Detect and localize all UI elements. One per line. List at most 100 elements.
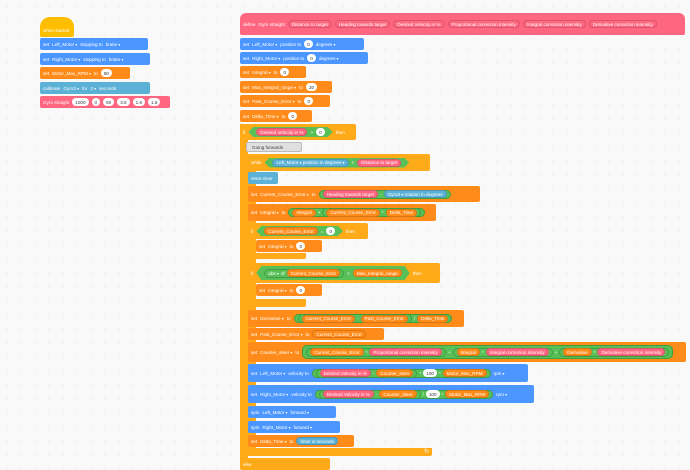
when-started-hat[interactable]: when started xyxy=(40,17,74,37)
set-integral-zero-1[interactable]: set Integral to 0 xyxy=(256,240,322,252)
integral-reporter[interactable]: Integral xyxy=(292,208,316,217)
set-delta-time-timer[interactable]: set Delta_Time to timer in seconds xyxy=(248,435,354,447)
value-input[interactable]: 0 xyxy=(304,97,313,105)
variable-dropdown[interactable]: Derivative xyxy=(260,316,284,321)
if-abs-block[interactable]: if abs of Current_Course_Error > Max_Int… xyxy=(248,263,440,283)
arg-input[interactable]: 60 xyxy=(103,98,115,106)
motor-dropdown[interactable]: Left_Motor xyxy=(260,371,285,376)
set-integral-zero-2[interactable]: set Integral to 0 xyxy=(256,284,322,296)
add-operator[interactable]: Integral + Current_Course_Error * Delta_… xyxy=(288,208,426,217)
abs-operator[interactable]: abs of Current_Course_Error xyxy=(264,269,344,278)
arg-input[interactable]: 1000 xyxy=(72,98,89,106)
course-error-reporter[interactable]: Current_Course_Error xyxy=(264,227,317,235)
stopping-mode-dropdown[interactable]: brake xyxy=(106,42,121,47)
motor-dropdown[interactable]: Right_Motor xyxy=(262,425,290,430)
math-function-dropdown[interactable]: abs xyxy=(268,271,279,276)
gyro-dropdown[interactable]: Gyro3 xyxy=(388,192,404,197)
unit-dropdown[interactable]: degrees xyxy=(325,160,345,165)
variable-dropdown[interactable]: Delta_Time xyxy=(260,439,286,444)
max-rpm-reporter[interactable]: Motor_Max_RPM xyxy=(445,390,490,398)
set-max-integral-range[interactable]: set Max_Integral_range to 20 xyxy=(240,81,332,93)
gyro-rotation-reporter[interactable]: Gyro3 rotation in degrees xyxy=(383,190,447,198)
proportional-reporter[interactable]: Proportional correction intensity xyxy=(369,348,442,356)
comment-note[interactable]: Going forwards xyxy=(246,142,302,152)
value-input[interactable]: 0 xyxy=(288,112,297,120)
delta-time-reporter[interactable]: Delta_Time xyxy=(417,314,449,323)
else-label[interactable]: else xyxy=(240,458,330,470)
greater-than-operator[interactable]: abs of Current_Course_Error > Max_Integr… xyxy=(256,266,409,280)
add-operator[interactable]: Current_Course_Error * Proportional corr… xyxy=(302,345,674,359)
set-right-motor-stopping[interactable]: set Right_Motor stopping to brake xyxy=(40,53,150,65)
velocity-reporter[interactable]: Desired Velocity in % xyxy=(319,369,371,377)
unit-dropdown[interactable]: degrees xyxy=(316,42,336,47)
motor-dropdown[interactable]: Right_Motor xyxy=(260,392,288,397)
stopping-mode-dropdown[interactable]: brake xyxy=(109,57,124,62)
value-input[interactable]: 0 xyxy=(296,286,305,294)
set-past-course-error[interactable]: set Past_Course_Error to 0 xyxy=(240,95,330,107)
set-left-motor-stopping[interactable]: set Left_Motor stopping to brake xyxy=(40,38,148,50)
arg-input[interactable]: 1.6 xyxy=(132,98,145,106)
variable-dropdown[interactable]: Integral xyxy=(252,70,270,75)
subtract-operator[interactable]: Current_Course_Error - Past_Course_Error xyxy=(297,314,412,323)
multiply-operator[interactable]: Integral * Integral correction intensity xyxy=(452,347,553,357)
equals-operator[interactable]: Current_Course_Error = 0 xyxy=(256,226,343,236)
while-block[interactable]: while Left_Motor position in degrees < D… xyxy=(248,154,430,171)
gyro-dropdown[interactable]: Gyro3 xyxy=(63,86,79,91)
motor-dropdown[interactable]: Right_Motor xyxy=(252,56,280,61)
set-motor-max-rpm[interactable]: set Motor_Max_RPM to 80 xyxy=(40,67,130,79)
derivative-intensity-reporter[interactable]: Derivative correction intensity xyxy=(597,348,666,356)
value-input[interactable]: 0 xyxy=(316,128,325,136)
param-proportional[interactable]: Proportional correction intensity xyxy=(447,20,520,28)
set-integral-accumulate[interactable]: set Integral to Integral + Current_Cours… xyxy=(248,204,436,221)
arg-input[interactable]: 0 xyxy=(91,98,101,106)
arg-input[interactable]: 1.6 xyxy=(148,98,161,106)
set-counter-steer[interactable]: set Counter_steer to Current_Course_Erro… xyxy=(248,342,686,362)
course-error-reporter[interactable]: Current_Course_Error xyxy=(287,269,340,277)
course-error-reporter[interactable]: Current_Course_Error xyxy=(310,348,364,356)
param-integral[interactable]: Integral correction intensity xyxy=(522,20,586,28)
set-left-motor-velocity[interactable]: set Left_Motor velocity to Desired Veloc… xyxy=(248,364,528,382)
unit-dropdown[interactable]: rpm xyxy=(496,392,507,397)
value-input[interactable]: 0 xyxy=(304,40,313,48)
divide-operator[interactable]: Current_Course_Error - Past_Course_Error… xyxy=(293,314,453,323)
course-error-reporter[interactable]: Current_Course_Error xyxy=(326,208,380,217)
variable-dropdown[interactable]: Counter_steer xyxy=(260,350,292,355)
variable-dropdown[interactable]: Delta_Time xyxy=(252,114,278,119)
arg-input[interactable]: 3.6 xyxy=(117,98,130,106)
set-derivative[interactable]: set Derivative to Current_Course_Error -… xyxy=(248,310,464,327)
motor-position-reporter[interactable]: Left_Motor position in degrees xyxy=(272,159,348,167)
course-error-reporter[interactable]: Current_Course_Error xyxy=(312,330,366,338)
set-right-motor-velocity[interactable]: set Right_Motor velocity to Desired Velo… xyxy=(248,385,534,403)
direction-dropdown[interactable]: forward xyxy=(291,410,309,415)
counter-steer-reporter[interactable]: Counter_steer xyxy=(379,390,417,398)
value-input[interactable]: 0 xyxy=(280,68,289,76)
delta-time-reporter[interactable]: Delta_Time xyxy=(385,208,418,217)
motor-dropdown[interactable]: Right_Motor xyxy=(52,57,80,62)
unit-dropdown[interactable]: degrees xyxy=(319,56,339,61)
param-derivative[interactable]: Derivative correction intensity xyxy=(588,20,657,28)
value-input[interactable]: 100 xyxy=(425,390,440,398)
course-error-reporter[interactable]: Current_Course_Error xyxy=(301,314,355,323)
subtract-operator[interactable]: Heading towards target - Gyro3 rotation … xyxy=(318,189,451,199)
gyro-straight-call[interactable]: Gyro straight 1000 0 60 3.6 1.6 1.6 xyxy=(40,96,170,108)
spin-right-motor[interactable]: spin Right_Motor forward xyxy=(248,421,340,433)
less-than-operator[interactable]: Left_Motor position in degrees < Distanc… xyxy=(264,158,409,168)
motor-dropdown[interactable]: Left_Motor xyxy=(262,410,287,415)
value-input[interactable]: 100 xyxy=(423,369,437,377)
reset-timer-block[interactable]: reset timer xyxy=(248,172,278,184)
distance-reporter[interactable]: Distance to target xyxy=(357,159,401,167)
value-input[interactable]: 80 xyxy=(100,69,112,77)
variable-dropdown[interactable]: Motor_Max_RPM xyxy=(52,71,91,76)
param-heading[interactable]: Heading towards target xyxy=(334,20,391,28)
unit-dropdown[interactable]: rpm xyxy=(494,371,505,376)
param-distance[interactable]: Distance to target xyxy=(287,20,332,28)
heading-reporter[interactable]: Heading towards target xyxy=(322,190,379,198)
calibrate-gyro-block[interactable]: calibrate Gyro3 for 2 seconds xyxy=(40,82,150,94)
velocity-reporter[interactable]: Desired Velocity in % xyxy=(256,128,307,136)
set-left-motor-position[interactable]: set Left_Motor position to 0 degrees xyxy=(240,38,364,50)
timer-reporter[interactable]: timer in seconds xyxy=(296,437,338,445)
multiply-operator[interactable]: Desired Velocity in % - Counter_steer * … xyxy=(311,368,491,378)
set-delta-time[interactable]: set Delta_Time to 0 xyxy=(240,110,312,122)
subtract-operator[interactable]: Desired Velocity in % - Counter_steer xyxy=(318,389,421,399)
counter-steer-reporter[interactable]: Counter_steer xyxy=(376,369,414,377)
